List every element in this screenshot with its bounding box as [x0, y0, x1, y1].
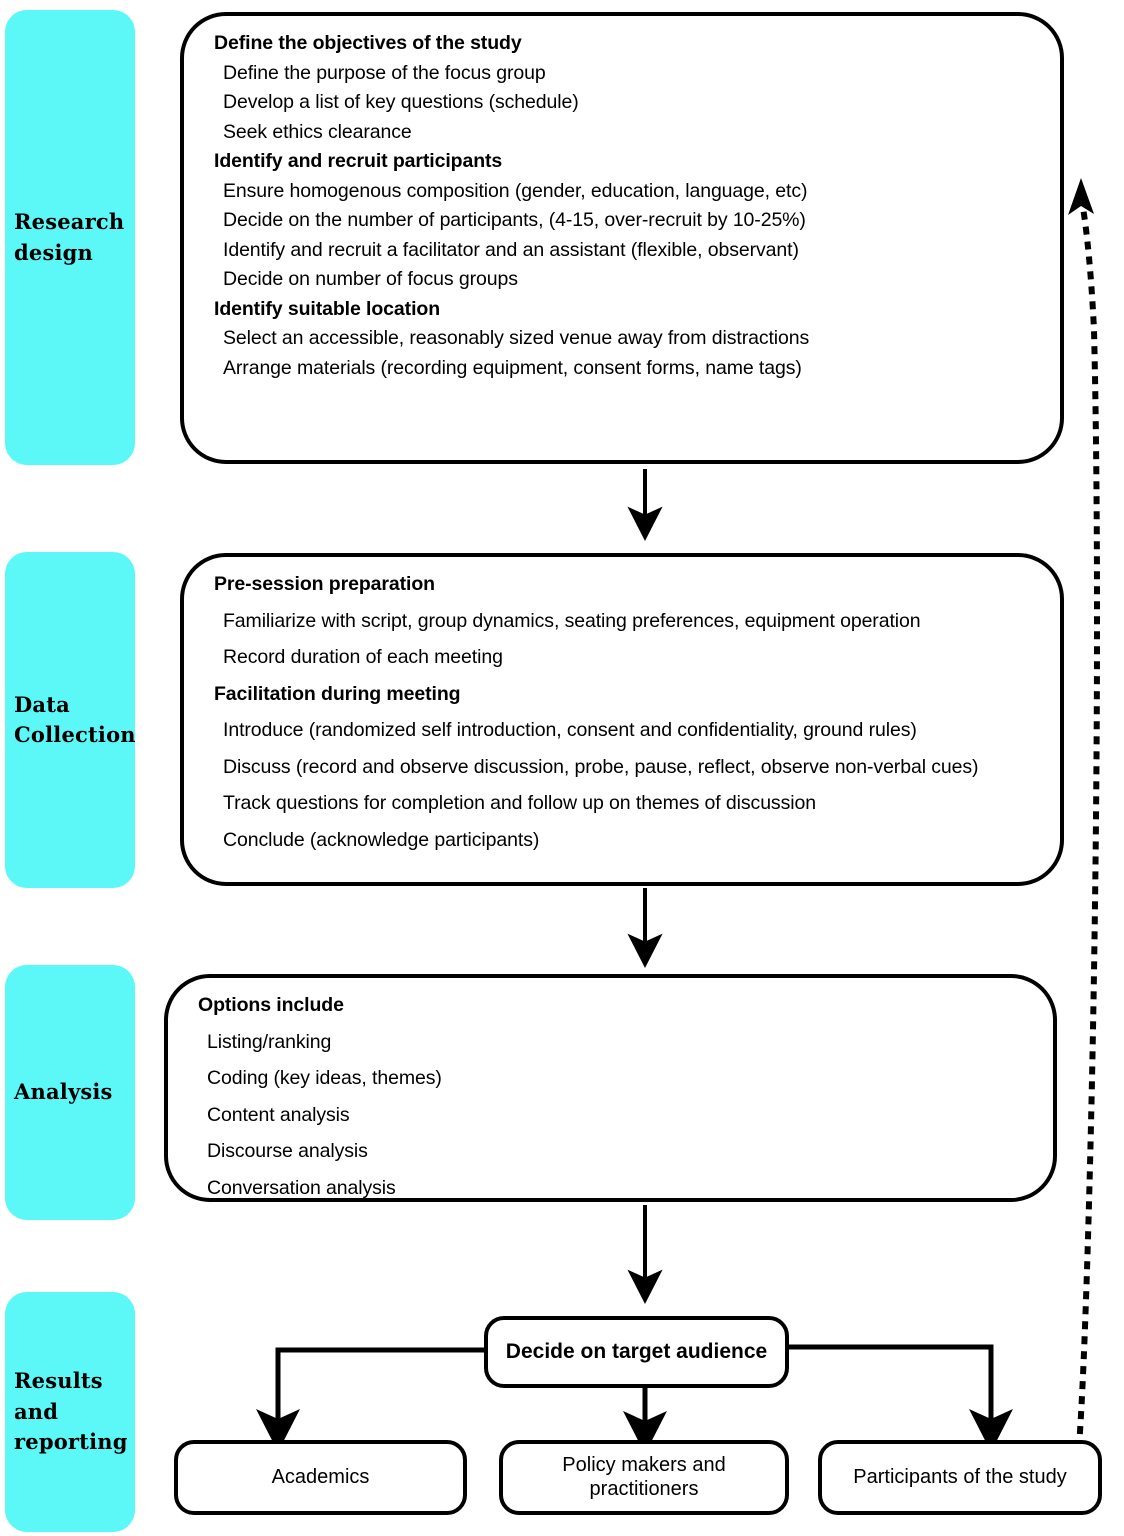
panel-item: Discourse analysis	[207, 1140, 368, 1162]
audience-label-participants: Participants of the study	[853, 1465, 1067, 1488]
panel-heading: Identify suitable location	[214, 297, 441, 320]
audience-box-participants[interactable]: Participants of the study	[818, 1440, 1102, 1515]
panel-item: Identify and recruit a facilitator and a…	[223, 238, 799, 261]
panel-heading: Pre-session preparation	[214, 573, 435, 595]
panel-item: Coding (key ideas, themes)	[207, 1067, 442, 1089]
panel-item: Seek ethics clearance	[223, 120, 412, 143]
feedback-loop-arrowhead	[1068, 178, 1094, 215]
stage-label-analysis: Analysis	[14, 1079, 113, 1105]
panel-item: Track questions for completion and follo…	[223, 792, 816, 814]
panel-item: Discuss (record and observe discussion, …	[223, 755, 979, 778]
panel-heading: Options include	[198, 994, 344, 1016]
arrow-decision-to-participants	[789, 1344, 1013, 1453]
panel-heading: Define the objectives of the study	[214, 32, 522, 54]
arrow-decision-to-academics	[256, 1347, 484, 1453]
panel-heading: Facilitation during meeting	[214, 682, 461, 705]
audience-box-academics[interactable]: Academics	[174, 1440, 467, 1515]
panel-heading: Identify and recruit participants	[214, 150, 503, 172]
panel-item: Conversation analysis	[207, 1176, 396, 1199]
audience-box-policy-makers[interactable]: Policy makers and practitioners	[499, 1440, 789, 1515]
stage-analysis: Analysis	[5, 965, 135, 1220]
stage-label-results-and-reporting: Results and reporting	[14, 1368, 128, 1455]
decision-target-audience[interactable]: Decide on target audience	[484, 1316, 789, 1388]
panel-item: Familiarize with script, group dynamics,…	[223, 609, 921, 632]
panel-item: Decide on number of focus groups	[223, 268, 518, 290]
panel-item: Conclude (acknowledge participants)	[223, 828, 540, 851]
audience-label-policy-makers: Policy makers and practitioners	[562, 1454, 726, 1500]
stage-label-research-design: Research design	[14, 209, 125, 265]
stage-research-design: Research design	[5, 10, 135, 465]
panel-item: Content analysis	[207, 1103, 350, 1126]
panel-item: Listing/ranking	[207, 1030, 332, 1053]
audience-label-academics: Academics	[271, 1465, 370, 1488]
decision-target-audience-label: Decide on target audience	[505, 1339, 768, 1363]
stage-results-and-reporting: Results and reporting	[5, 1292, 135, 1532]
panel-item: Develop a list of key questions (schedul…	[223, 91, 579, 113]
feedback-loop-dotted-arrow	[1075, 198, 1101, 1450]
stage-data-collection: Data Collection	[5, 552, 136, 888]
panel-item: Define the purpose of the focus group	[223, 61, 546, 84]
panel-item: Ensure homogenous composition (gender, e…	[223, 179, 808, 202]
panel-item: Select an accessible, reasonably sized v…	[223, 327, 810, 349]
panel-item: Arrange materials (recording equipment, …	[223, 356, 802, 379]
panel-item: Record duration of each meeting	[223, 646, 503, 668]
stage-label-data-collection: Data Collection	[14, 691, 136, 747]
panel-item: Decide on the number of participants, (4…	[223, 209, 806, 231]
panel-item: Introduce (randomized self introduction,…	[223, 719, 917, 741]
